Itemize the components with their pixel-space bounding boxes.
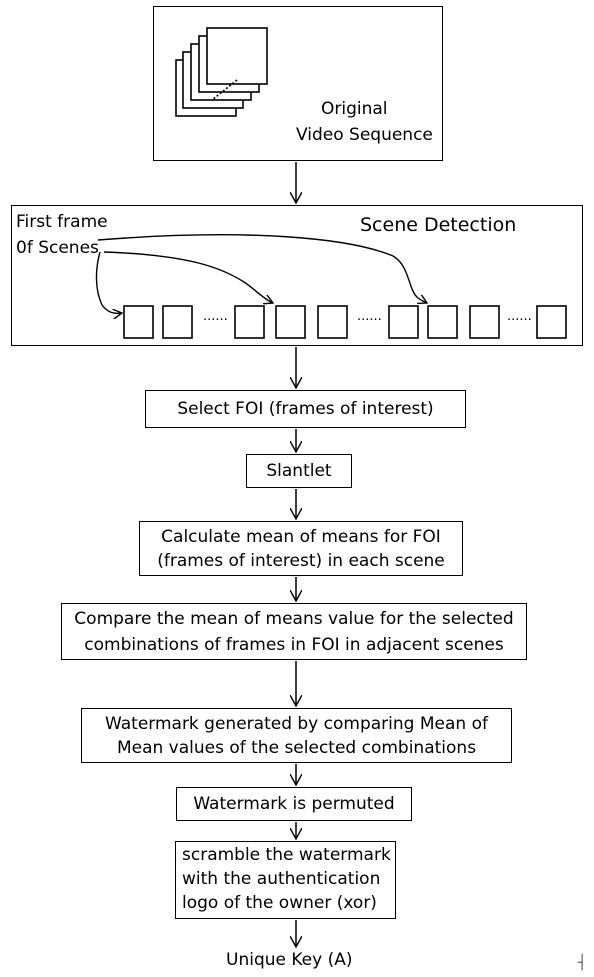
original-label-line1: Original bbox=[321, 99, 388, 119]
watermark-permuted-label: Watermark is permuted bbox=[193, 794, 395, 814]
compare-box bbox=[61, 603, 527, 660]
compare-line1: Compare the mean of means value for the … bbox=[74, 609, 514, 629]
first-frame-label-line1: First frame bbox=[16, 212, 108, 232]
frame-box bbox=[234, 305, 265, 339]
slantlet-label: Slantlet bbox=[266, 461, 332, 481]
calc-mean-line1: Calculate mean of means for FOI bbox=[161, 527, 441, 547]
calc-mean-box bbox=[139, 521, 463, 576]
watermark-generated-line2: Mean values of the selected combinations bbox=[116, 738, 477, 758]
frame-box bbox=[469, 305, 500, 339]
scene-arrow-2 bbox=[103, 251, 273, 303]
frame-box bbox=[162, 305, 193, 339]
scramble-line3: logo of the owner (xor) bbox=[182, 893, 377, 913]
frame-dots-3: ...... bbox=[507, 309, 532, 324]
frame-box bbox=[123, 305, 154, 339]
scene-detection-title: Scene Detection bbox=[360, 214, 517, 236]
scene-arrow-1 bbox=[95, 251, 122, 313]
frame-dots-1: ...... bbox=[203, 309, 228, 324]
compare-line2: combinations of frames in FOI in adjacen… bbox=[84, 635, 504, 655]
first-frame-label-line2: 0f Scenes bbox=[16, 238, 99, 258]
unique-key-label: Unique Key (A) bbox=[226, 950, 353, 970]
frame-box bbox=[427, 305, 458, 339]
frame-box bbox=[536, 305, 567, 339]
frame-box bbox=[275, 305, 306, 339]
scene-arrow-3 bbox=[97, 234, 427, 303]
scramble-line2: with the authentication bbox=[182, 869, 381, 889]
original-label-line2: Video Sequence bbox=[296, 125, 433, 145]
slantlet-box bbox=[246, 454, 352, 488]
scramble-line1: scramble the watermark bbox=[182, 845, 391, 865]
frame-box bbox=[388, 305, 419, 339]
watermark-permuted-box bbox=[176, 787, 412, 821]
watermark-generated-line1: Watermark generated by comparing Mean of bbox=[105, 714, 488, 734]
frame-dots-2: ...... bbox=[357, 309, 382, 324]
calc-mean-line2: (frames of interest) in each scene bbox=[157, 551, 445, 571]
select-foi-box bbox=[145, 390, 466, 428]
scramble-box bbox=[175, 841, 396, 919]
watermark-generated-box bbox=[81, 708, 512, 763]
frame-box bbox=[317, 305, 348, 339]
corner-mark: ┤ bbox=[578, 955, 587, 971]
select-foi-label: Select FOI (frames of interest) bbox=[177, 399, 434, 419]
